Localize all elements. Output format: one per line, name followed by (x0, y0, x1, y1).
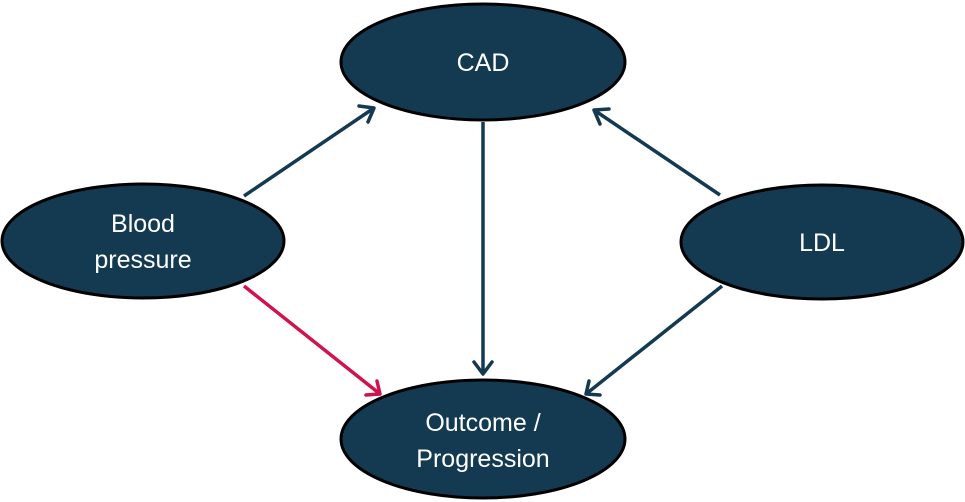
node-ldl-shape (679, 183, 965, 301)
node-ldl-label: LDL (799, 229, 845, 257)
node-cad-label: CAD (457, 49, 510, 77)
node-blood-pressure: Blood pressure (0, 182, 286, 300)
node-outcome-label-line1: Outcome / (425, 409, 540, 437)
node-ldl: LDL (679, 183, 965, 301)
node-cad-shape (339, 2, 627, 122)
edge-ldl-to-outcome (584, 284, 724, 397)
node-blood-pressure-shape (0, 182, 286, 300)
node-blood-pressure-label-line1: Blood (111, 210, 175, 238)
node-blood-pressure-label-line2: pressure (94, 246, 191, 274)
node-outcome-label-line2: Progression (416, 445, 549, 473)
node-cad: CAD (339, 2, 627, 122)
edge-cad-to-outcome (472, 122, 494, 376)
edge-bp-to-cad (243, 104, 376, 198)
node-outcome: Outcome / Progression (339, 378, 627, 500)
edge-ldl-to-cad (592, 107, 721, 197)
node-outcome-shape (339, 378, 627, 500)
edge-bp-to-outcome (242, 284, 382, 397)
